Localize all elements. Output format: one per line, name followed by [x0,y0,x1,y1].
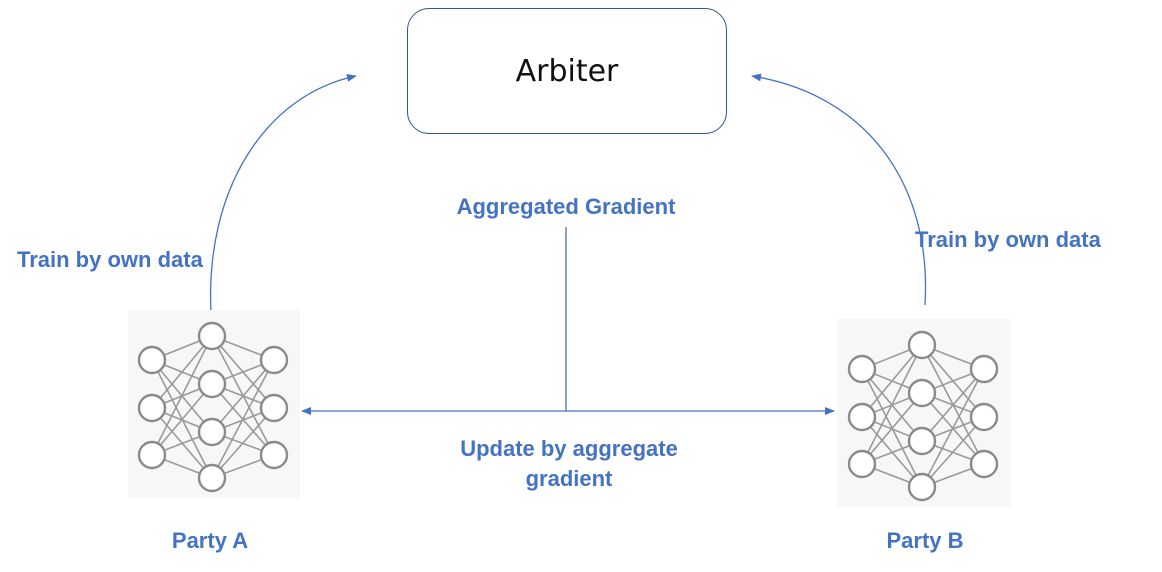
nn-connection [921,368,985,488]
nn-node [197,463,227,493]
update-label-line2: gradient [525,466,613,491]
nn-node [969,354,999,384]
nn-node [847,354,877,384]
neural-network-icon [137,321,289,493]
nn-node [137,345,167,375]
nn-node [197,417,227,447]
train-label-left: Train by own data [17,247,203,272]
nn-node [259,393,289,423]
nn-connection [211,407,275,479]
aggregated-gradient-label: Aggregated Gradient [456,194,676,219]
nn-node [847,449,877,479]
nn-connection [211,359,275,433]
nn-connection [861,344,923,418]
neural-network-icon [847,330,999,502]
nn-connection [861,344,923,465]
nn-connection [921,368,985,442]
train-label-right: Train by own data [915,227,1101,252]
nn-node [137,393,167,423]
nn-connection [151,335,213,456]
arbiter-label: Arbiter [515,53,619,89]
right-train-arrow [751,73,927,306]
nn-node [847,402,877,432]
nn-node [907,378,937,408]
party-b-label: Party B [886,528,964,553]
nn-connection [211,359,275,479]
nn-node [969,402,999,432]
nn-node [259,440,289,470]
nn-connection [151,335,213,409]
party-a-neural-network [128,310,300,498]
update-label-line1: Update by aggregate [460,436,678,461]
nn-connection [861,392,923,465]
nn-node [197,369,227,399]
left-train-arrow [209,73,357,313]
party-b-neural-network [838,319,1010,507]
party-a-label: Party A [171,528,249,553]
nn-node [197,321,227,351]
nn-node [969,449,999,479]
nn-node [259,345,289,375]
nn-node [907,426,937,456]
nn-connection [921,416,985,488]
nn-node [137,440,167,470]
nn-node [907,330,937,360]
nn-connection [151,383,213,456]
nn-node [907,472,937,502]
arbiter-box: Arbiter [407,8,727,134]
